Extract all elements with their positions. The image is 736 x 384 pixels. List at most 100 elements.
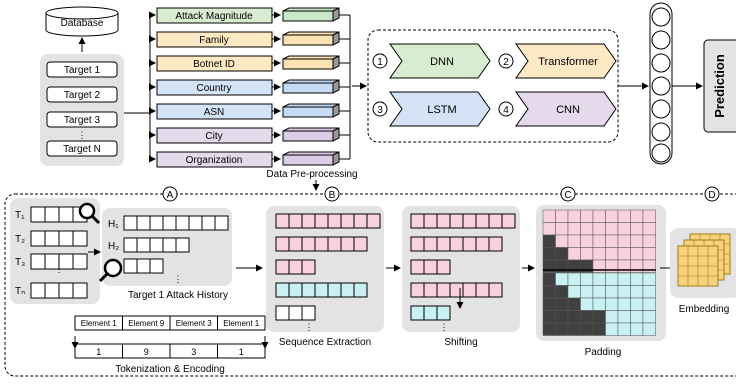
model-label: CNN — [556, 104, 580, 116]
padding-cell — [555, 247, 569, 261]
sequence-cell — [410, 305, 425, 321]
h-cell — [214, 215, 229, 231]
h-cell — [123, 237, 138, 253]
sequence-cell — [488, 213, 503, 229]
padding-cell — [630, 209, 644, 223]
padding-cell — [555, 234, 569, 248]
element-label: Element 1 — [223, 319, 260, 328]
magnifier-icon-2 — [98, 258, 123, 283]
sequence-cell — [353, 213, 368, 229]
padding-cell — [605, 247, 619, 261]
feature-label: Country — [196, 83, 231, 94]
padding-cell — [580, 285, 594, 299]
model-shape — [515, 91, 617, 127]
feature-prism-side — [332, 103, 340, 118]
model-number: 1 — [377, 57, 383, 68]
padding-cell — [542, 209, 556, 223]
sequence-cell — [462, 213, 477, 229]
token-value: 1 — [239, 347, 244, 357]
padding-cell — [580, 322, 594, 336]
model-label: LSTM — [427, 104, 456, 116]
padding-cell — [605, 222, 619, 236]
padding-cell — [630, 322, 644, 336]
feature-label: Family — [199, 35, 228, 46]
neuron — [651, 122, 671, 142]
sequence-ellipsis: ⋮ — [305, 322, 314, 332]
t-label: T₁ — [15, 210, 25, 221]
sequence-extraction-label: Sequence Extraction — [279, 337, 371, 348]
padding-cell — [630, 247, 644, 261]
sequence-cell — [410, 259, 425, 275]
shifting-label: Shifting — [444, 337, 477, 348]
feature-label: Botnet ID — [193, 59, 235, 70]
h-cell — [123, 215, 138, 231]
prediction-label: Prediction — [712, 54, 727, 118]
t-cell — [30, 230, 46, 247]
sequence-cell — [340, 213, 355, 229]
element-label: Element 3 — [176, 319, 213, 328]
h-cell — [175, 215, 190, 231]
padding-cell — [642, 247, 656, 261]
feature-box — [156, 151, 273, 168]
padding-cell — [555, 209, 569, 223]
attack-history-label: Target 1 Attack History — [128, 290, 228, 301]
sequence-cell — [340, 282, 355, 298]
feature-prism — [282, 82, 334, 94]
target-label: Target 3 — [64, 115, 101, 126]
padding-cell — [592, 310, 606, 324]
model-shape — [389, 43, 491, 79]
sequence-cell — [301, 259, 316, 275]
feature-box — [156, 7, 273, 24]
neuron — [651, 30, 671, 50]
element-label: Element 9 — [128, 319, 165, 328]
feature-prism-side — [332, 151, 340, 166]
padding-cell — [567, 297, 581, 311]
sequence-cell — [449, 282, 464, 298]
section-badge — [324, 186, 340, 202]
sequence-cell — [314, 282, 329, 298]
padding-cell — [580, 234, 594, 248]
padding-cell — [605, 297, 619, 311]
h-ellipsis: ⋮ — [174, 274, 183, 284]
section-badge — [704, 186, 720, 202]
feature-label: Organization — [186, 155, 243, 166]
section-badge — [560, 186, 576, 202]
t-cell — [44, 230, 60, 247]
feature-prism — [282, 10, 334, 22]
h-cell — [149, 258, 164, 274]
sequence-cell — [301, 305, 316, 321]
target-box — [46, 61, 118, 78]
model-shape — [389, 91, 491, 127]
padding-cell — [555, 297, 569, 311]
target-label: Target 2 — [64, 90, 101, 101]
padding-cell — [642, 209, 656, 223]
sequence-cell — [314, 213, 329, 229]
model-number-badge — [372, 53, 388, 69]
t-cell — [58, 282, 74, 299]
magnifier-icon — [78, 202, 101, 225]
sequence-cell — [327, 236, 342, 252]
padding-cell — [555, 285, 569, 299]
feature-prism — [282, 106, 334, 118]
section-letter: A — [167, 190, 174, 201]
sequence-cell — [436, 259, 451, 275]
sequence-cell — [301, 236, 316, 252]
model-number-badge — [498, 101, 514, 117]
target-box — [46, 86, 118, 103]
feature-box — [156, 79, 273, 96]
h-cell — [123, 258, 138, 274]
padding-cell — [542, 297, 556, 311]
sequence-cell — [475, 236, 490, 252]
padding-cell — [567, 285, 581, 299]
feature-prism — [282, 130, 334, 142]
padding-cell — [617, 297, 631, 311]
padding-cell — [617, 209, 631, 223]
preprocessing-label: Data Pre-processing — [266, 169, 357, 180]
t-label: T₃ — [15, 257, 25, 268]
model-number: 3 — [377, 105, 383, 116]
sequence-cell — [288, 305, 303, 321]
feature-prism — [282, 58, 334, 70]
t-cell — [44, 206, 60, 223]
sequence-cell — [436, 236, 451, 252]
padding-cell — [617, 234, 631, 248]
